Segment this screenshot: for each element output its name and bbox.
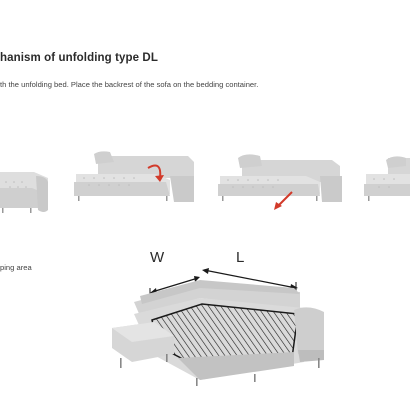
sleeping-area-label: ping area <box>0 263 32 272</box>
dimension-width-label: W <box>150 249 165 266</box>
sleeping-area-diagram <box>112 268 324 386</box>
instruction-description: th the unfolding bed. Place the backrest… <box>0 80 259 89</box>
step-2-sofa-image <box>74 151 194 202</box>
dimension-length-label: L <box>236 249 245 266</box>
instruction-title: hanism of unfolding type DL <box>0 52 158 64</box>
step-4-sofa-image <box>364 156 410 201</box>
step-3-sofa-image <box>218 154 342 210</box>
step-1-sofa-image <box>0 172 48 213</box>
